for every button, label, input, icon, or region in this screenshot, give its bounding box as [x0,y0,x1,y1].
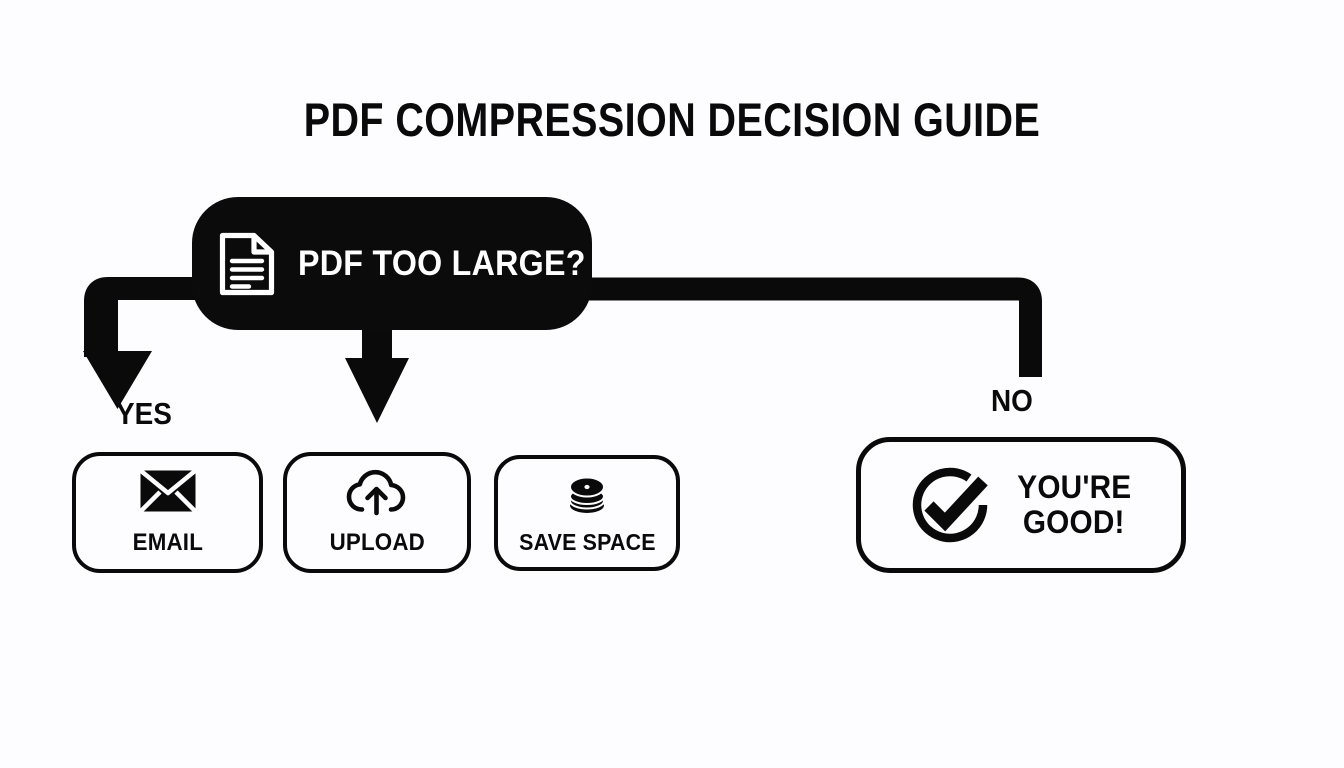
youre-good-line2: GOOD! [1023,504,1125,540]
page-title: PDF COMPRESSION DECISION GUIDE [303,93,1041,146]
decision-node-label: PDF TOO LARGE? [298,243,586,283]
document-icon [219,232,275,295]
outcome-label-email: EMAIL [132,528,203,556]
cloud-upload-icon [346,469,406,516]
edge-no [588,277,1042,377]
branch-label-yes: YES [116,396,172,431]
outcome-box-youre-good[interactable]: YOU'RE GOOD! [856,437,1186,573]
outcome-box-save-space[interactable]: SAVE SPACE [494,455,680,571]
decision-node[interactable]: PDF TOO LARGE? [192,197,592,330]
outcome-label-save-space: SAVE SPACE [518,529,656,555]
outcome-box-email[interactable]: EMAIL [72,452,263,573]
database-stack-icon [569,476,605,513]
edge-yes [83,277,212,409]
outcome-box-upload[interactable]: UPLOAD [283,452,471,573]
outcome-label-upload: UPLOAD [329,529,425,556]
check-circle-icon [912,467,988,543]
youre-good-text: YOU'RE GOOD! [1013,470,1136,539]
branch-label-no: NO [991,383,1033,418]
edge-center [345,330,409,423]
envelope-icon [138,468,197,513]
youre-good-line1: YOU'RE [1016,469,1132,506]
